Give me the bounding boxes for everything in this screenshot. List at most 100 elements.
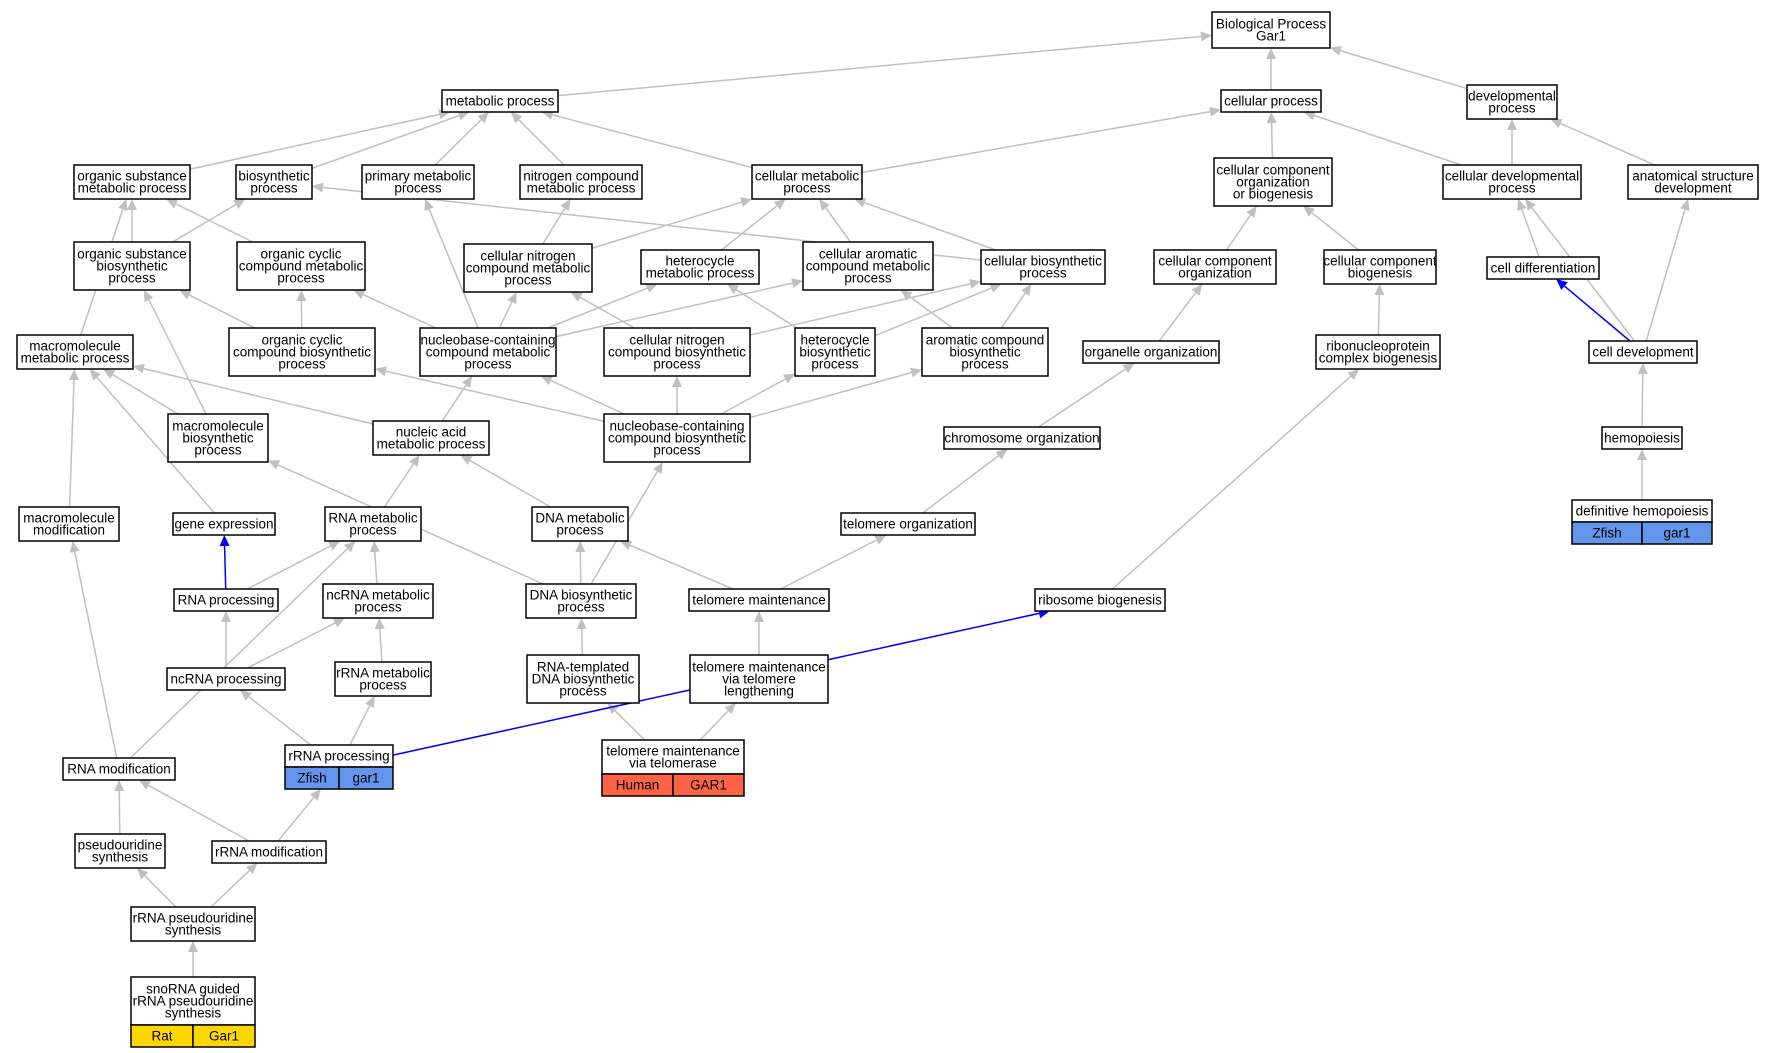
arrowhead-rna_mod-to-rna_met: [343, 541, 356, 553]
node-telo-org[interactable]: telomere organization: [840, 512, 976, 536]
arrowhead-cell_nit_met-to-nitrogen_met: [560, 199, 571, 211]
arrowhead-na_met-to-nb_met: [461, 376, 473, 388]
arrowhead-rna_met-to-na_met: [409, 455, 420, 467]
node-label-line: process: [783, 181, 831, 196]
node-label-line: metabolic process: [527, 181, 636, 196]
arrowhead-nitrogen_met-to-metabolic: [511, 112, 523, 124]
node-box: [1442, 164, 1582, 200]
arrowhead-organelle_org-to-cc_org: [1191, 284, 1203, 296]
node-box: [166, 667, 286, 691]
arrowhead-aro_bio-to-cell_bio: [1021, 284, 1032, 296]
edge-cell_met-to-metabolic: [552, 114, 753, 169]
node-organelle-org[interactable]: organelle organization: [1082, 340, 1220, 364]
node-rna-mod[interactable]: RNA modification: [62, 757, 176, 781]
node-label-line: DNA metabolic: [535, 511, 625, 526]
edge-hemopoiesis-to-cell_dev: [1641, 373, 1644, 428]
node-hemopoiesis[interactable]: hemopoiesis: [1601, 426, 1683, 450]
node-label-line: hemopoiesis: [1604, 431, 1680, 446]
node-chrom-org[interactable]: chromosome organization: [943, 426, 1101, 450]
node-ribo-bio[interactable]: ribosome biogenesis: [1034, 588, 1166, 612]
edge-cell_dev_proc-to-cellular: [1313, 114, 1462, 166]
node-rna-proc[interactable]: RNA processing: [173, 588, 279, 612]
edge-cell_dev-to-anat_dev: [1645, 209, 1686, 342]
node-label-line: process: [811, 357, 859, 372]
node-label-line: process: [653, 357, 701, 372]
node-label-line: compound metabolic: [806, 259, 931, 274]
gene-tag-label: GAR1: [690, 778, 727, 793]
node-box: [943, 426, 1101, 450]
node-label-line: cell development: [1592, 345, 1694, 360]
node-label-line: process: [278, 357, 326, 372]
node-label-line: complex biogenesis: [1319, 351, 1438, 366]
node-cell-dev[interactable]: cell development: [1588, 340, 1698, 364]
node-gene-expr[interactable]: gene expression: [172, 512, 276, 536]
node-box: [441, 89, 559, 113]
node-label-line: process: [961, 357, 1009, 372]
node-box: [167, 413, 269, 463]
edge-ribo_bio-to-rnp_bio: [1111, 375, 1352, 590]
arrowhead-aro_bio-to-cell_aro_met: [900, 290, 913, 301]
species-tag-cell: [672, 773, 745, 797]
node-label-line: process: [557, 600, 605, 615]
node-metabolic[interactable]: metabolic process: [441, 89, 559, 113]
arrowhead-chrom_org-to-organelle_org: [1122, 363, 1135, 374]
edge-aro_bio-to-cell_aro_met: [909, 295, 953, 329]
arrowhead-nb_bio-to-cell_nit_bio: [672, 376, 682, 387]
node-label-line: macromolecule: [172, 419, 264, 434]
node-box: [840, 512, 976, 536]
edge-nb_met-to-primary_met: [428, 208, 479, 329]
arrowhead-cell_bio-to-cell_met: [854, 198, 867, 208]
node-label-line: process: [108, 271, 156, 286]
node-label-line: organization: [1178, 266, 1252, 281]
edge-cell_nit_bio-to-cell_nit_met: [579, 296, 635, 329]
node-ncrna-proc[interactable]: ncRNA processing: [166, 667, 286, 691]
node-telo-maint[interactable]: telomere maintenance: [688, 588, 830, 612]
node-cellular[interactable]: cellular process: [1220, 89, 1322, 113]
node-box: [1315, 334, 1441, 370]
node-rrna-mod[interactable]: rRNA modification: [211, 840, 327, 864]
node-cell-diff[interactable]: cell differentiation: [1486, 256, 1600, 280]
